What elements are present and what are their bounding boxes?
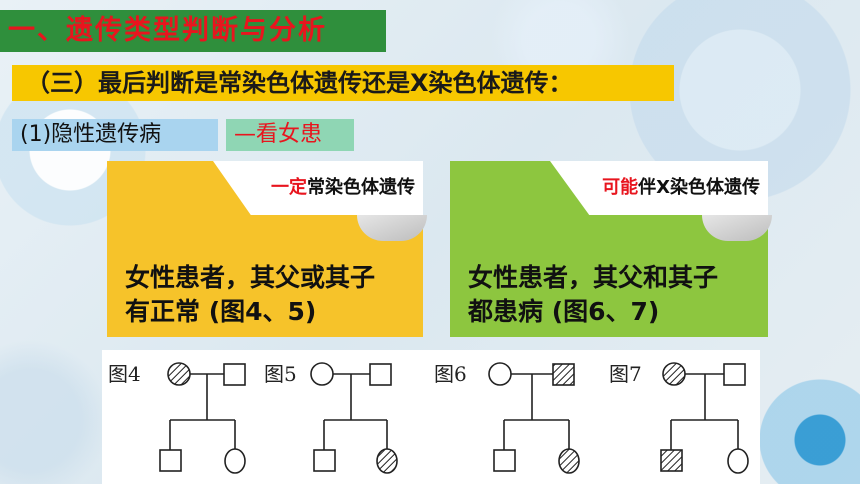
normal-male [159, 449, 182, 472]
tag-text: 常染色体遗传 [307, 177, 415, 198]
pedigree-diagrams: 图4 图5 [108, 362, 749, 474]
affected-female [662, 362, 686, 386]
recessive-label: (1)隐性遗传病 [12, 119, 218, 151]
affected-female [167, 362, 191, 386]
page-curl [550, 161, 768, 215]
pedigree-fig7: 图7 [609, 362, 749, 474]
autosomal-card: 一定常染色体遗传 女性患者，其父或其子 有正常 (图4、5) [107, 161, 427, 337]
normal-female [224, 448, 246, 474]
page-curl-fold [357, 215, 427, 241]
normal-male [493, 449, 516, 472]
affected-female [376, 448, 398, 474]
figure-label: 图6 [434, 362, 467, 386]
section-subtitle: （三）最后判断是常染色体遗传还是X染色体遗传： [12, 65, 674, 101]
pedigree-fig5: 图5 [264, 362, 398, 474]
normal-male [313, 449, 336, 472]
page-curl-fold [702, 215, 772, 241]
normal-male [723, 363, 746, 386]
page-curl [213, 161, 423, 215]
normal-female [310, 362, 334, 386]
look-female-label: —看女患 [226, 119, 354, 151]
card-tag: 可能伴X染色体遗传 [602, 173, 760, 199]
pedigree-fig4: 图4 [108, 362, 246, 474]
tag-emphasis: 一定 [271, 177, 307, 198]
affected-female [558, 448, 580, 474]
card-line: 都患病 (图6、7) [468, 297, 660, 326]
affected-male [552, 363, 575, 386]
normal-male [369, 363, 392, 386]
card-body: 女性患者，其父和其子 都患病 (图6、7) [468, 261, 718, 329]
card-tag: 一定常染色体遗传 [271, 173, 415, 199]
pedigree-panel: 图4 图5 [102, 350, 760, 484]
card-line: 女性患者，其父或其子 [125, 263, 376, 292]
figure-label: 图5 [264, 362, 297, 386]
card-line: 有正常 (图4、5) [125, 297, 317, 326]
tag-text: 伴X染色体遗传 [638, 177, 760, 198]
normal-male [223, 363, 246, 386]
tag-emphasis: 可能 [602, 177, 639, 198]
figure-label: 图4 [108, 362, 141, 386]
figure-label: 图7 [609, 362, 642, 386]
pedigree-fig6: 图6 [434, 362, 580, 474]
normal-female [727, 448, 749, 474]
normal-female [488, 362, 512, 386]
section-title: 一、遗传类型判断与分析 [0, 10, 386, 52]
x-linked-card: 可能伴X染色体遗传 女性患者，其父和其子 都患病 (图6、7) [450, 161, 772, 337]
card-body: 女性患者，其父或其子 有正常 (图4、5) [125, 261, 375, 329]
affected-male [660, 449, 683, 472]
card-line: 女性患者，其父和其子 [468, 263, 719, 292]
